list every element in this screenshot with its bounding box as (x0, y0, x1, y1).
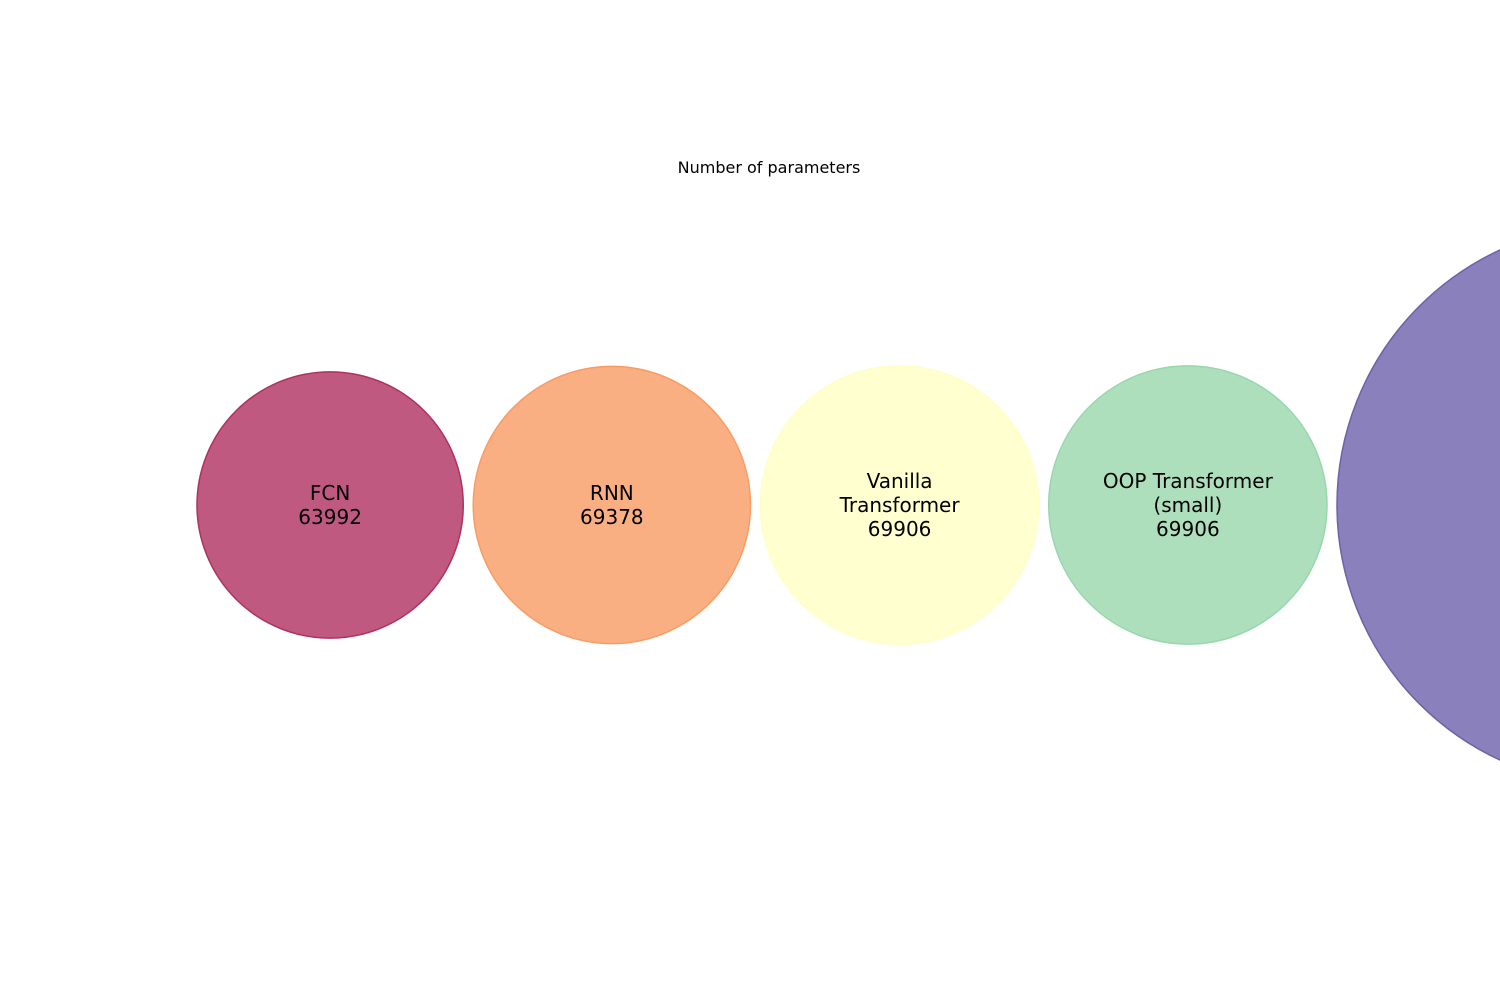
bubble-value-text: 63992 (298, 505, 362, 529)
bubble-3: OOP Transformer(small)69906 (1047, 365, 1328, 645)
bubble-name-line: (small) (1153, 493, 1222, 517)
bubble-circle (472, 365, 752, 645)
bubble-name-line: RNN (590, 481, 634, 505)
bubble-value-text: 69906 (1156, 517, 1220, 541)
bubble-name-line: FCN (310, 481, 350, 505)
bubble-4: OOP Transformer (big)285138 (1336, 249, 1500, 761)
bubble-name-line: Transformer (839, 493, 961, 517)
bubble-value-text: 69378 (580, 505, 644, 529)
bubble-label: OOP Transformer(small)69906 (1103, 469, 1274, 541)
bubble-value-text: 69906 (868, 517, 932, 541)
bubble-circle (1047, 365, 1328, 645)
bubble-name-line: Vanilla (867, 469, 933, 493)
bubble-name-line: OOP Transformer (1103, 469, 1274, 493)
bubble-circle (1336, 249, 1500, 761)
bubble-circle (196, 371, 464, 639)
chart-title: Number of parameters (678, 158, 861, 177)
bubble-circle (759, 365, 1040, 645)
